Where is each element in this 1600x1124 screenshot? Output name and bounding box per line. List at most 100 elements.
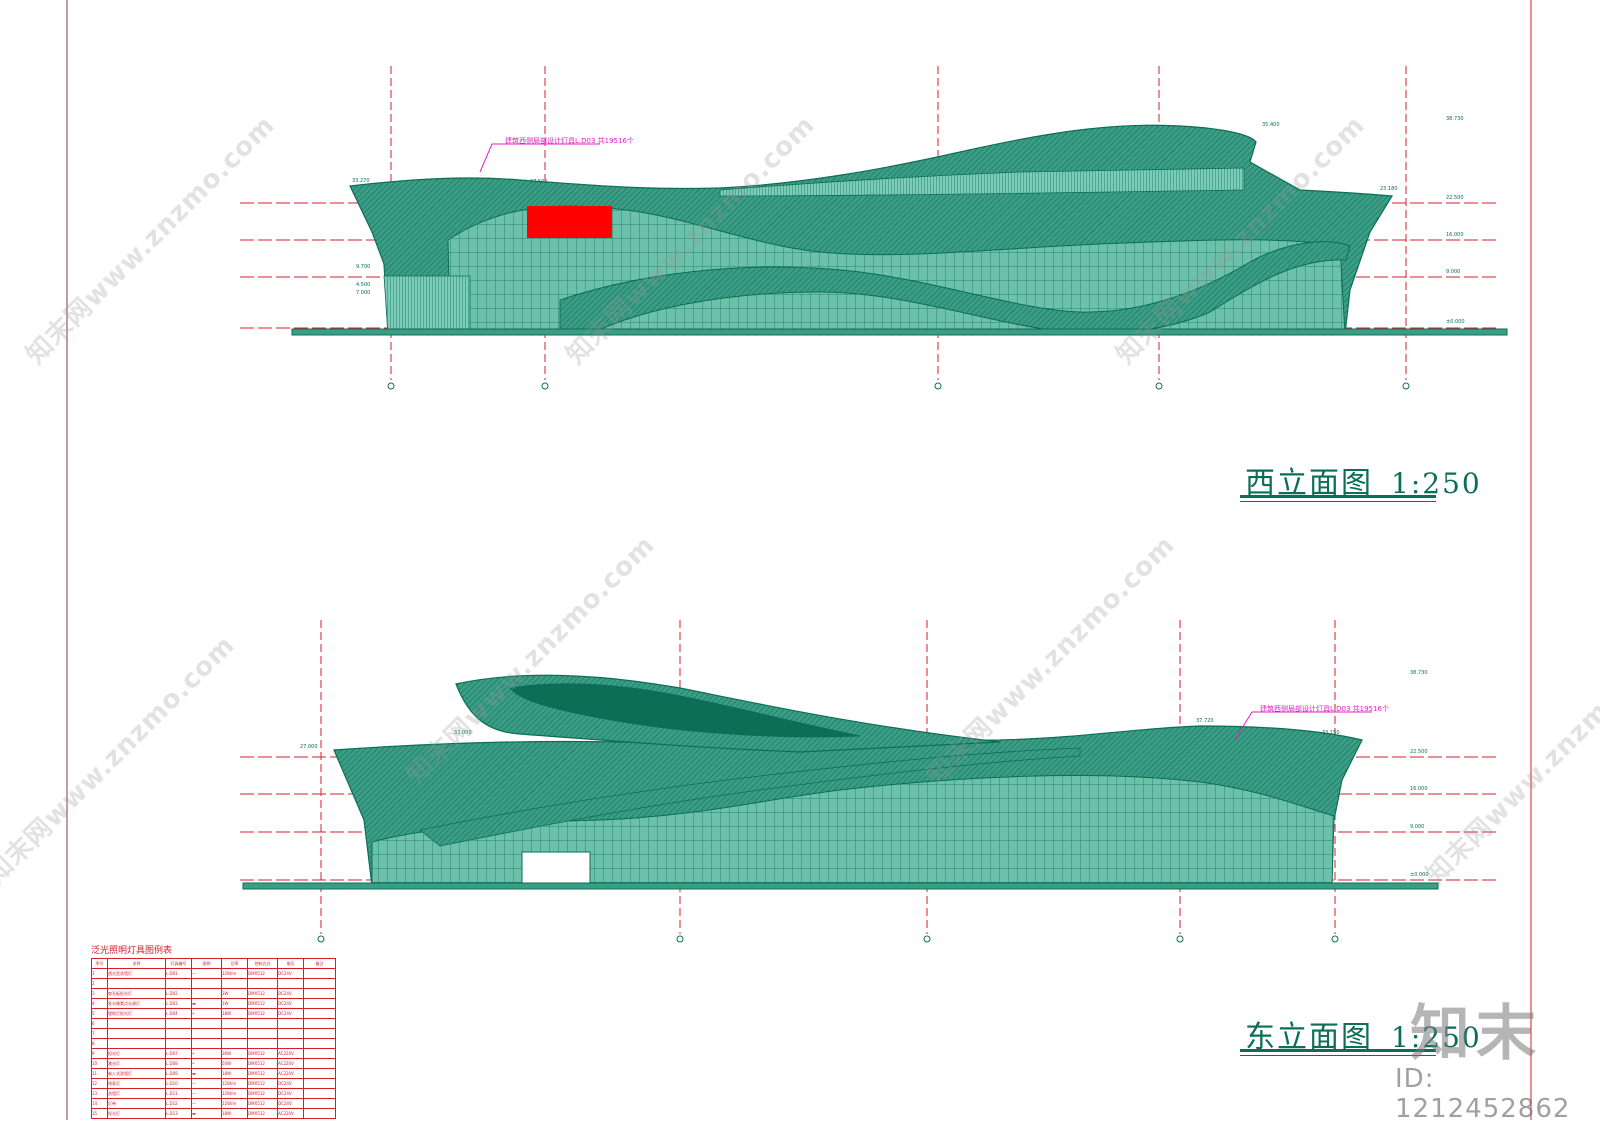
legend-cell: 12W/m bbox=[221, 1078, 248, 1089]
legend-cell bbox=[247, 1018, 278, 1029]
legend-header-cell: 灯具编号 bbox=[165, 958, 192, 969]
legend-cell bbox=[107, 1018, 166, 1029]
legend-cell: 2 bbox=[91, 978, 108, 989]
legend-cell: DMX512 bbox=[247, 1048, 278, 1059]
west-roof-stripes bbox=[719, 167, 1245, 197]
legend-cell: DMX512 bbox=[247, 1108, 278, 1119]
east-elev-mark-1: 27.000 bbox=[300, 744, 318, 750]
east-elev-mark-3: 37.720 bbox=[1196, 718, 1214, 724]
legend-cell: DMX512 bbox=[247, 1088, 278, 1099]
legend-cell bbox=[191, 1028, 222, 1039]
legend-cell: 12W/m bbox=[221, 968, 248, 979]
east-elev-mark-2: 33.000 bbox=[454, 730, 472, 736]
legend-cell: 透光型洗墙灯 bbox=[107, 968, 166, 979]
west-axis-bubbles bbox=[387, 382, 1410, 390]
legend-cell bbox=[277, 1038, 304, 1049]
legend-header-row: 序号 名称 灯具编号 图例 功率 控制方式 电压 备注 bbox=[91, 958, 336, 969]
legend-cell: ▬ bbox=[191, 1068, 222, 1079]
legend-cell: L.D07 bbox=[165, 1048, 192, 1059]
legend-cell bbox=[107, 1028, 166, 1039]
legend-cell: AC220V bbox=[277, 1058, 304, 1069]
legend-cell bbox=[221, 1028, 248, 1039]
legend-header-cell: 功率 bbox=[221, 958, 248, 969]
legend-cell: DMX512 bbox=[247, 1078, 278, 1089]
legend-cell: • bbox=[191, 1058, 222, 1069]
west-level-mark-4: ±0.000 bbox=[1446, 319, 1465, 325]
legend-cell: L.D08 bbox=[165, 1058, 192, 1069]
legend-cell: 投光灯 bbox=[107, 1108, 166, 1119]
legend-cell bbox=[107, 1038, 166, 1049]
brand-logo: 知末 bbox=[1410, 999, 1542, 1069]
east-highest-mark: 38.730 bbox=[1410, 670, 1428, 676]
legend-cell: 激光灯 bbox=[107, 1058, 166, 1069]
west-annotation-text: 建筑西侧局部设计灯具L.D03 共19516个 bbox=[505, 136, 634, 145]
legend-cell: L.D09 bbox=[165, 1068, 192, 1079]
west-wave-ribbon bbox=[559, 241, 1351, 335]
legend-cell: AC220V bbox=[277, 1108, 304, 1119]
east-roof-opening bbox=[509, 683, 861, 738]
legend-cell: • bbox=[191, 1008, 222, 1019]
legend-row: 2 bbox=[91, 978, 336, 989]
legend-cell: 11 bbox=[91, 1068, 108, 1079]
east-annotation-text: 建筑西侧局部设计灯具L.D03 共19516个 bbox=[1260, 704, 1389, 713]
legend-cell: 1 bbox=[91, 968, 108, 979]
legend-row: 7 bbox=[91, 1028, 336, 1039]
legend-cell: DC24V bbox=[277, 1098, 304, 1109]
west-elev-mark-2: 27.500 bbox=[530, 179, 548, 185]
legend-cell bbox=[303, 998, 336, 1009]
legend-row: 8 bbox=[91, 1038, 336, 1049]
legend-cell: 12W/m bbox=[221, 1088, 248, 1099]
legend-cell bbox=[247, 1028, 278, 1039]
legend-cell: DMX512 bbox=[247, 1098, 278, 1109]
image-id: ID: 1212452862 bbox=[1395, 1064, 1571, 1124]
legend-cell: 8 bbox=[91, 1038, 108, 1049]
legend-cell: DC24V bbox=[277, 968, 304, 979]
legend-cell: DMX512 bbox=[247, 968, 278, 979]
legend-cell: ▬ bbox=[191, 998, 222, 1009]
legend-cell bbox=[303, 1088, 336, 1099]
legend-cell bbox=[303, 1008, 336, 1019]
legend-cell: L.D04 bbox=[165, 1008, 192, 1019]
legend-cell bbox=[107, 978, 166, 989]
legend-cell: 5 bbox=[91, 1008, 108, 1019]
legend-header-cell: 电压 bbox=[277, 958, 304, 969]
legend-cell: AC220V bbox=[277, 1048, 304, 1059]
legend-cell: DC24V bbox=[277, 988, 304, 999]
legend-cell: DMX512 bbox=[247, 1008, 278, 1019]
east-level-mark-4: ±0.000 bbox=[1410, 872, 1429, 878]
east-elevation: 建筑西侧局部设计灯具L.D03 共19516个 27.000 33.000 37… bbox=[240, 620, 1500, 943]
legend-cell: L.D11 bbox=[165, 1088, 192, 1099]
legend-cell: 洗墙灯 bbox=[107, 1088, 166, 1099]
east-level-mark-3: 9.000 bbox=[1410, 824, 1424, 830]
west-level-mark-2: 16.000 bbox=[1446, 232, 1464, 238]
legend-cell: — bbox=[191, 1088, 222, 1099]
legend-cell: 4 bbox=[91, 998, 108, 1009]
legend-cell bbox=[247, 1038, 278, 1049]
legend-cell: 12W/m bbox=[221, 1098, 248, 1109]
west-level-mark-1: 22.500 bbox=[1446, 195, 1464, 201]
east-level-mark-1: 22.500 bbox=[1410, 749, 1428, 755]
legend-header-cell: 序号 bbox=[91, 958, 108, 969]
legend-cell bbox=[303, 1068, 336, 1079]
east-elev-marks: 27.000 33.000 37.720 33.150 38.730 22.50… bbox=[300, 670, 1429, 878]
legend-cell: 18W bbox=[221, 1108, 248, 1119]
west-title-scale: 1:250 bbox=[1391, 467, 1482, 500]
legend-cell: 13 bbox=[91, 1088, 108, 1099]
legend-cell bbox=[303, 1108, 336, 1119]
legend-cell: — bbox=[191, 1078, 222, 1089]
legend-cell: 3W bbox=[221, 988, 248, 999]
west-elev-mark-5: 9.700 bbox=[356, 264, 370, 270]
east-ground-line bbox=[242, 882, 1439, 890]
legend-cell: DC24V bbox=[277, 1088, 304, 1099]
legend-cell: DC24V bbox=[277, 998, 304, 1009]
